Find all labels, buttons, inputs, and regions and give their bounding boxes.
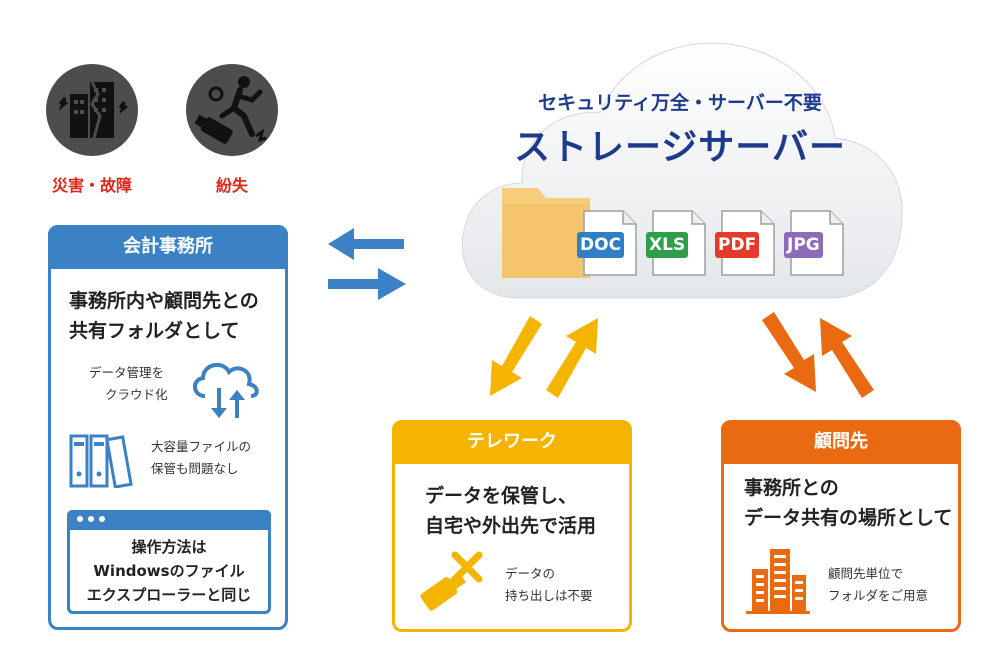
telework-lead-line2: 自宅や外出先で活用 — [425, 515, 597, 537]
explorer-window: 操作方法は Windowsのファイル エクスプローラーと同じ — [67, 510, 271, 614]
sync-arrows-blue — [328, 228, 406, 300]
lost-circle — [186, 64, 278, 156]
window-dot — [88, 516, 94, 522]
telework-panel: テレワーク データを保管し、 自宅や外出先で活用 データの 持ち出しは不要 — [392, 420, 632, 632]
telework-note-line2: 持ち出しは不要 — [505, 588, 593, 603]
doc-file-icon: DOC — [577, 210, 637, 276]
window-dot — [99, 516, 105, 522]
risk-label-lost: 紛失 — [215, 176, 248, 195]
window-dot — [77, 516, 83, 522]
window-line1: 操作方法は — [131, 538, 207, 556]
sync-arrows-orange — [762, 312, 874, 398]
risk-label-disaster: 災害・故障 — [51, 176, 132, 195]
window-line3: エクスプローラーと同じ — [86, 586, 252, 604]
feature2-line2: 保管も問題なし — [151, 461, 239, 476]
telework-header: テレワーク — [392, 420, 632, 464]
feature1-line1: データ管理を — [89, 365, 165, 380]
cloud-sync-icon — [193, 362, 259, 418]
accounting-lead-line2: 共有フォルダとして — [69, 320, 240, 342]
window-titlebar — [67, 510, 271, 530]
lost-usb-icon — [194, 76, 267, 144]
telework-lead-line1: データを保管し、 — [425, 485, 578, 507]
window-line2: Windowsのファイル — [93, 562, 245, 580]
accounting-lead-line1: 事務所内や顧問先との — [69, 290, 259, 312]
jpg-file-icon: JPG — [784, 210, 844, 276]
xls-file-icon: XLS — [646, 210, 706, 276]
advisory-lead-line2: データ共有の場所として — [744, 507, 953, 529]
telework-note-line1: データの — [505, 566, 556, 581]
accounting-header: 会計事務所 — [48, 225, 288, 269]
accounting-panel: 会計事務所 事務所内や顧問先との 共有フォルダとして データ管理を クラウド化 … — [48, 225, 288, 630]
doc-file-label: DOC — [577, 232, 625, 258]
pdf-file-label: PDF — [715, 232, 760, 258]
feature1-line2: クラウド化 — [105, 387, 168, 402]
damaged-building-icon — [58, 81, 128, 139]
sync-arrows-yellow — [490, 316, 598, 398]
xls-file-label: XLS — [646, 232, 689, 258]
advisory-panel: 顧問先 事務所との データ共有の場所として 顧問先単位で フォルダをご用意 — [721, 420, 961, 632]
advisory-lead-line1: 事務所との — [744, 477, 839, 499]
cloud-subtitle: セキュリティ万全・サーバー不要 — [538, 92, 822, 114]
advisory-note-line1: 顧問先単位で — [828, 566, 904, 581]
window-text: 操作方法は Windowsのファイル エクスプローラーと同じ — [70, 535, 268, 607]
office-building-icon — [746, 549, 810, 614]
cloud-title: ストレージサーバー — [514, 127, 846, 168]
disaster-circle — [46, 64, 138, 156]
binders-icon — [69, 434, 133, 488]
jpg-file-label: JPG — [784, 232, 823, 258]
no-usb-icon — [420, 551, 483, 611]
advisory-header: 顧問先 — [721, 420, 961, 464]
advisory-note-line2: フォルダをご用意 — [828, 588, 929, 603]
folder-icon — [502, 188, 590, 278]
feature2-line1: 大容量ファイルの — [151, 439, 252, 454]
pdf-file-icon: PDF — [715, 210, 775, 276]
